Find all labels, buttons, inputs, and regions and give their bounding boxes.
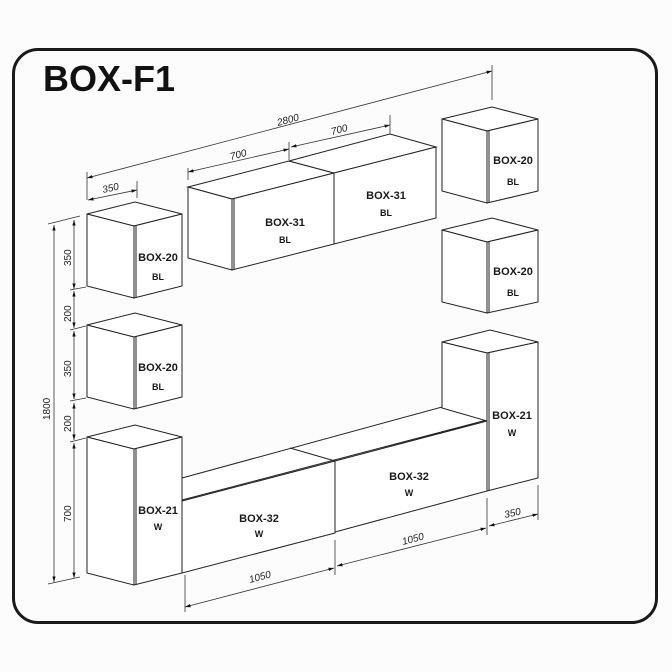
dim-box31-b: 700 [290, 115, 391, 148]
dim-box20-top-height-label: 350 [63, 249, 74, 266]
module-box21-left: BOX-21 W [86, 424, 183, 586]
module-label: BOX-32 [239, 513, 279, 525]
dim-segment-heights: 350 200 350 200 700 [63, 220, 87, 578]
module-finish: BL [507, 177, 519, 187]
module-finish: BL [380, 208, 392, 218]
dim-total-width-label: 2800 [275, 112, 301, 129]
module-finish: W [508, 428, 517, 438]
module-box32-b: BOX-32 W [334, 420, 488, 533]
module-label: BOX-31 [265, 217, 305, 229]
module-box20-mid-right: BOX-20 BL [441, 217, 539, 314]
dim-box21-depth-label: 350 [503, 507, 522, 521]
module-finish: W [255, 529, 264, 539]
module-label: BOX-32 [389, 471, 429, 483]
dim-gap-top-label: 200 [63, 305, 74, 322]
module-label: BOX-31 [366, 190, 406, 202]
module-box20-mid-left: BOX-20 BL [86, 312, 183, 410]
module-finish: W [154, 522, 163, 532]
dim-box31-b-label: 700 [330, 123, 349, 138]
dim-box31-a: 700 [187, 142, 290, 180]
module-label: BOX-21 [492, 410, 532, 422]
dim-box20-depth: 350 [87, 181, 138, 201]
dim-gap-mid-label: 200 [63, 415, 74, 432]
module-label: BOX-21 [138, 505, 178, 517]
diagram-frame [12, 48, 658, 624]
dim-box21-height-label: 700 [63, 505, 74, 522]
module-finish: BL [507, 288, 519, 298]
module-label: BOX-20 [138, 362, 178, 374]
module-finish: BL [152, 272, 164, 282]
module-box31-a: BOX-31 BL [186, 160, 336, 271]
dim-total-height: 1800 [42, 215, 81, 585]
dim-box21-depth: 350 [488, 485, 539, 527]
dim-box32-a-label: 1050 [248, 569, 273, 585]
module-box31-b: BOX-31 BL [287, 133, 438, 245]
module-finish: BL [152, 382, 164, 392]
dim-total-height-label: 1800 [42, 397, 53, 420]
dim-box20-depth-label: 350 [101, 182, 120, 196]
module-label: BOX-20 [138, 252, 178, 264]
dim-box31-a-label: 700 [229, 148, 248, 163]
module-label: BOX-20 [493, 155, 533, 167]
module-box20-top-right: BOX-20 BL [441, 106, 539, 204]
module-label: BOX-20 [493, 266, 533, 278]
module-box21-right: BOX-21 W [441, 329, 539, 492]
module-finish: BL [279, 235, 291, 245]
dim-box32-b-label: 1050 [401, 531, 426, 547]
module-finish: W [405, 488, 414, 498]
dim-box20-mid-height-label: 350 [63, 360, 74, 377]
module-box20-top-left: BOX-20 BL [86, 201, 183, 299]
